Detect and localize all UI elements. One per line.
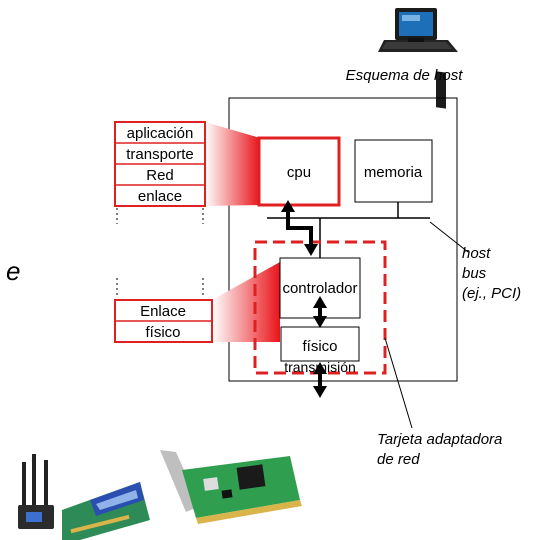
cpu-highlight-fan [205,122,260,206]
wireless-card-image [18,454,150,540]
host-box [228,97,458,382]
bus-label-line-1: host [462,245,491,262]
memory-label: memoria [364,164,423,181]
arrow-head-up [281,200,295,212]
adapter-pointer-line [384,337,413,429]
host-layer-application: aplicación [127,125,194,142]
arrow-head-up [313,296,327,308]
host-caption: Esquema de host [346,67,464,84]
controller-label: controlador [282,280,357,297]
arrow-head-down [304,244,318,256]
cpu-box [257,136,341,207]
bus-label-line-2: bus [462,265,487,282]
arrow-head-up [313,362,327,374]
adapter-label-line-1: Tarjeta adaptadora [377,431,502,448]
cpu-controller-arrow [286,208,313,252]
memory-box [354,139,433,203]
arrow-head-down [313,316,327,328]
adapter-highlight-fan [212,262,280,342]
physical-label: físico [302,338,337,355]
cpu-label: cpu [287,164,311,181]
host-layer-link: enlace [138,188,182,205]
adapter-label-line-2: de red [377,451,420,468]
computer-icon [378,8,458,109]
bus-pointer-line [429,221,469,253]
host-protocol-stack: aplicación transporte Red enlace [114,121,206,207]
arrow-head-down [313,386,327,398]
adapter-layer-physical: físico [145,324,180,341]
ethernet-card-image [160,450,302,524]
left-letter: e [6,256,20,286]
adapter-protocol-stack: Enlace físico [114,299,213,343]
adapter-layer-link: Enlace [140,303,186,320]
host-layer-network: Red [146,167,174,184]
bus-label-line-3: (ej., PCI) [462,285,521,302]
host-layer-transport: transporte [126,146,194,163]
